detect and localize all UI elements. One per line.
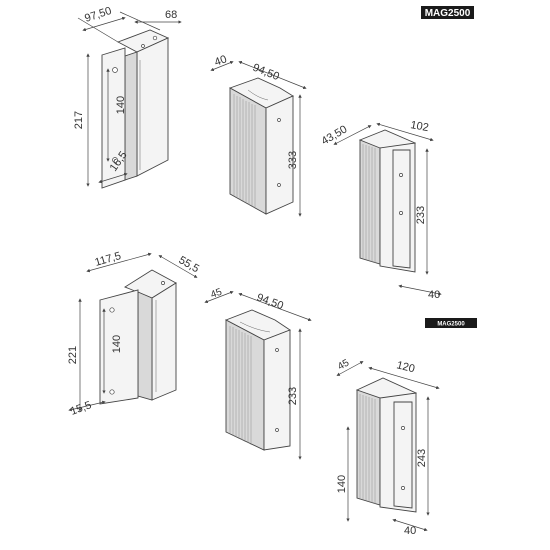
d4-hole-label: 140 <box>111 335 123 353</box>
d4-depth-label: 55,5 <box>177 254 202 275</box>
d1-depth-label: 68 <box>165 9 177 21</box>
drawing-2-profile-housing: 40 94,50 333 <box>210 53 307 217</box>
d6-hole-label: 140 <box>336 475 348 493</box>
d6-base-label: 40 <box>404 525 416 537</box>
d1-hole-label: 140 <box>115 96 127 114</box>
drawing-4-l-bracket: 117,5 55,5 221 140 15,5 <box>67 250 201 418</box>
model-badge-top-label: MAG2500 <box>425 8 471 19</box>
d2-height-label: 333 <box>287 151 299 169</box>
d5-width-label: 94,50 <box>255 292 285 313</box>
d3-depth-label: 43,50 <box>320 123 350 147</box>
d1-height-label: 217 <box>73 111 85 129</box>
drawing-5-profile-housing: 45 94,50 233 <box>204 287 312 460</box>
d3-base-label: 40 <box>428 289 440 301</box>
d6-height-label: 243 <box>416 449 428 467</box>
d3-height-label: 233 <box>415 206 427 224</box>
d2-depth-label: 40 <box>213 53 229 68</box>
d3-width-label: 102 <box>409 119 429 134</box>
drawing-6-housing-bracket: 45 120 243 140 40 <box>336 357 440 537</box>
d6-depth-label: 45 <box>336 357 352 372</box>
model-badge-middle: MAG2500 <box>425 318 477 328</box>
d4-width-label: 117,5 <box>94 250 123 269</box>
d5-depth-label: 45 <box>209 287 224 301</box>
model-badge-middle-label: MAG2500 <box>437 322 465 328</box>
d6-width-label: 120 <box>395 359 416 375</box>
drawing-3-housing-bracket: 43,50 102 233 40 <box>320 119 442 301</box>
d5-height-label: 233 <box>287 387 299 405</box>
d4-height-label: 221 <box>67 346 79 364</box>
d1-width-label: 97,50 <box>83 5 113 25</box>
drawing-1-l-bracket: 97,50 68 217 140 16,5 <box>73 5 182 189</box>
model-badge-top: MAG2500 <box>421 6 474 19</box>
d4-base-label: 15,5 <box>69 399 93 418</box>
